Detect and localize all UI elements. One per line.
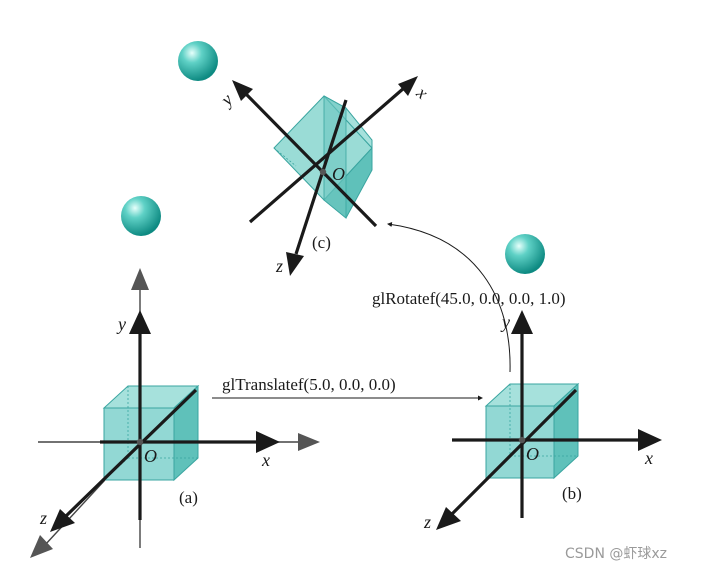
panel-a: O x y z (a) [30,196,320,558]
watermark: CSDN @虾球xz [565,546,667,562]
z-arrowhead-c [286,252,304,276]
z-axis-label-c: z [275,256,283,276]
panel-label-a: (a) [179,488,198,507]
world-z-arrowhead-a [30,535,53,558]
x-arrowhead-c [398,76,418,96]
x-axis-label-b: x [644,448,653,468]
rotate-transition: glRotatef(45.0, 0.0, 0.0, 1.0) [372,222,566,373]
z-arrowhead-b [436,507,461,530]
y-axis-label-a: y [116,314,126,334]
translate-label: glTranslatef(5.0, 0.0, 0.0) [222,375,396,394]
sphere-a [121,196,161,236]
origin-label-a: O [144,446,157,466]
rotate-arrow [387,222,511,373]
x-axis-label-c: x [412,82,432,103]
z-arrowhead-a [50,509,75,532]
world-x-arrowhead-a [298,433,320,451]
x-arrowhead-a [256,431,280,453]
sphere-b [505,234,545,274]
z-axis-a [64,388,198,518]
origin-dot-b [518,436,526,444]
x-axis-label-a: x [261,450,270,470]
z-axis-label-b: z [423,512,431,532]
sphere-c [178,41,218,81]
panel-c: O x y z (c) [178,41,432,276]
z-axis-c [294,99,348,255]
origin-dot-a [136,438,144,446]
y-arrowhead-c [232,80,253,101]
panel-b: O x y z (b) [423,234,662,532]
z-axis-b [450,388,578,516]
y-axis-c [244,92,378,228]
y-axis-label-c: y [215,90,236,111]
origin-label-c: O [332,164,345,184]
y-arrowhead-b [511,310,533,334]
translate-transition: glTranslatef(5.0, 0.0, 0.0) [212,375,483,401]
rotate-label: glRotatef(45.0, 0.0, 0.0, 1.0) [372,289,566,308]
panel-label-c: (c) [312,233,331,252]
origin-dot-c [319,168,327,176]
x-arrowhead-b [638,429,662,451]
world-y-arrowhead-a [131,268,149,290]
origin-label-b: O [526,444,539,464]
z-axis-label-a: z [39,508,47,528]
y-arrowhead-a [129,310,151,334]
panel-label-b: (b) [562,484,582,503]
